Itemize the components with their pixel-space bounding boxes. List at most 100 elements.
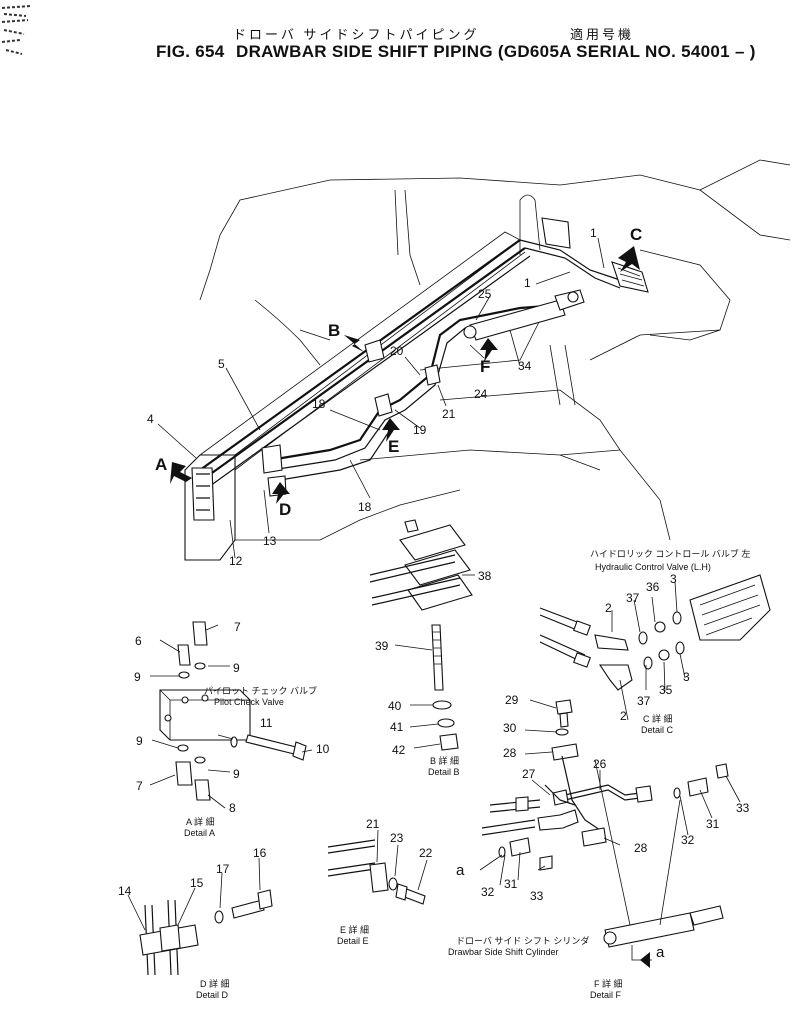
figure-number: FIG. 654 — [156, 42, 225, 61]
detail-e-label: Detail E — [337, 936, 369, 946]
detail-f-jp: F 詳 細 — [594, 978, 623, 989]
view-arrow-a — [170, 462, 192, 484]
main-assembly-view — [157, 159, 791, 561]
callout-26: 26 — [593, 757, 607, 771]
callout-31: 31 — [706, 817, 720, 831]
callout-33: 33 — [530, 889, 544, 903]
figure-title: DRAWBAR SIDE SHIFT PIPING (GD605A SERIAL… — [236, 42, 756, 61]
callout-27: 27 — [522, 767, 536, 781]
callout-7: 7 — [136, 779, 143, 793]
control-valve-c — [541, 217, 649, 293]
pilot-check-valve-jp: パイロット チェック バルブ — [204, 685, 317, 696]
detail-e-jp: E 詳 細 — [340, 924, 369, 935]
callout-37: 37 — [626, 591, 640, 605]
callout-7: 7 — [234, 620, 241, 634]
callout-6: 6 — [135, 634, 142, 648]
detail-c-label: Detail C — [641, 725, 674, 735]
callout-16: 16 — [253, 846, 267, 860]
callout-38: 38 — [478, 569, 492, 583]
detail-c-jp: C 詳 細 — [643, 713, 673, 724]
callout-36: 36 — [646, 580, 660, 594]
callout-23: 23 — [390, 831, 404, 845]
callout-15: 15 — [190, 876, 204, 890]
callout-18: 18 — [312, 397, 326, 411]
callout-20: 20 — [390, 344, 404, 358]
label-a: a — [456, 862, 465, 879]
detail-b-clamp — [369, 519, 475, 751]
callout-9: 9 — [134, 670, 141, 684]
view-label-a: A — [155, 455, 167, 474]
callout-4: 4 — [147, 412, 154, 426]
callout-42: 42 — [392, 743, 406, 757]
detail-a-jp: A 詳 細 — [186, 816, 215, 827]
label-a: a — [656, 944, 665, 961]
view-label-e: E — [388, 437, 399, 456]
callout-31: 31 — [504, 877, 518, 891]
detail-d-label: Detail D — [196, 990, 229, 1000]
detail-f-label: Detail F — [590, 990, 622, 1000]
callout-37: 37 — [637, 694, 651, 708]
callout-28: 28 — [503, 746, 517, 760]
callout-2: 2 — [620, 709, 627, 723]
hcv-label: Hydraulic Control Valve (L.H) — [595, 562, 711, 572]
callout-9: 9 — [136, 734, 143, 748]
view-label-b: B — [328, 321, 340, 340]
hcv-jp: ハイドロリック コントロール バルブ 左 — [590, 548, 750, 559]
callout-24: 24 — [474, 387, 488, 401]
view-label-d: D — [279, 500, 291, 519]
view-arrow-e — [382, 418, 400, 442]
detail-b-jp: B 詳 細 — [430, 755, 459, 766]
view-label-c: C — [630, 225, 642, 244]
callout-11: 11 — [260, 716, 273, 730]
detail-e-clamp — [327, 829, 428, 905]
detail-b-label: Detail B — [428, 767, 460, 777]
pilot-check-valve-label: Pilot Check Valve — [214, 697, 284, 707]
callout-29: 29 — [505, 693, 519, 707]
scan-artifact — [1, 5, 31, 55]
callout-32: 32 — [681, 833, 695, 847]
callout-22: 22 — [419, 846, 433, 860]
callout-5: 5 — [218, 357, 225, 371]
callout-39: 39 — [375, 639, 389, 653]
callout-10: 10 — [316, 742, 330, 756]
detail-d-clamp — [127, 857, 273, 976]
title-japanese: ドローバ サイドシフトパイピング — [233, 27, 480, 42]
view-arrow-d — [272, 482, 290, 504]
side-shift-cylinder-main — [463, 289, 585, 341]
callout-35: 35 — [659, 683, 673, 697]
callout-9: 9 — [233, 661, 240, 675]
callout-30: 30 — [503, 721, 517, 735]
callout-21: 21 — [442, 407, 456, 421]
callout-32: 32 — [481, 885, 495, 899]
applicable-serial-japanese: 適用号機 — [570, 27, 635, 42]
detail-f-cylinder-connection — [479, 699, 741, 968]
callout-34: 34 — [518, 359, 532, 373]
callout-40: 40 — [388, 699, 402, 713]
callout-3: 3 — [683, 670, 690, 684]
callout-1: 1 — [524, 276, 531, 290]
view-arrow-c — [618, 246, 640, 272]
callout-17: 17 — [216, 862, 230, 876]
callout-21: 21 — [366, 817, 380, 831]
callout-1: 1 — [590, 226, 597, 240]
callout-8: 8 — [229, 801, 236, 815]
callout-2: 2 — [605, 601, 612, 615]
detail-d-jp: D 詳 細 — [200, 978, 230, 989]
callout-25: 25 — [478, 287, 492, 301]
view-arrow-b — [344, 335, 364, 352]
callout-19: 19 — [413, 423, 427, 437]
callout-13: 13 — [263, 534, 277, 548]
cylinder-label: Drawbar Side Shift Cylinder — [448, 947, 559, 957]
callout-28: 28 — [634, 841, 648, 855]
callout-33: 33 — [736, 801, 750, 815]
callout-14: 14 — [118, 884, 132, 898]
callout-41: 41 — [390, 720, 404, 734]
pilot-check-valve-main — [191, 467, 215, 521]
view-label-f: F — [480, 357, 490, 376]
callout-18: 18 — [358, 500, 372, 514]
callout-12: 12 — [229, 554, 243, 568]
callout-9: 9 — [233, 767, 240, 781]
view-arrow-f — [480, 338, 498, 362]
cylinder-jp: ドローバ サイド シフト シリンダ — [456, 935, 589, 946]
